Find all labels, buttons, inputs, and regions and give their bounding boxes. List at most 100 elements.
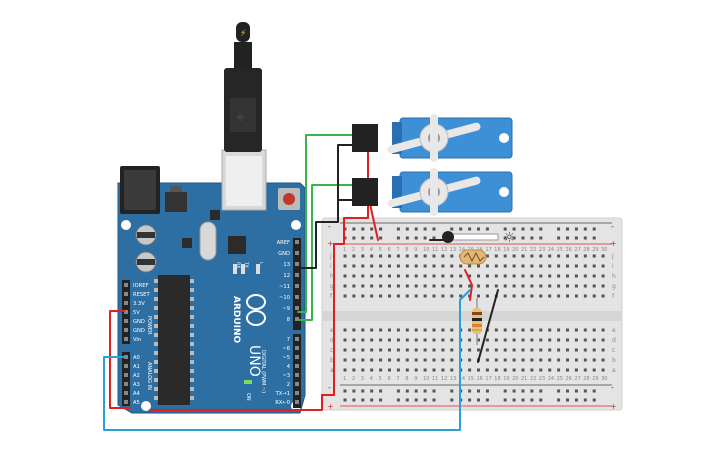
breadboard-hole <box>432 338 436 342</box>
analog-pin[interactable] <box>124 400 128 404</box>
power-pin[interactable] <box>124 301 128 305</box>
analog-pin[interactable] <box>124 355 128 359</box>
rail-hole <box>512 389 516 393</box>
power-pin[interactable] <box>124 310 128 314</box>
rail-hole <box>566 227 569 231</box>
breadboard-hole <box>539 254 543 258</box>
breadboard-hole <box>441 294 445 298</box>
rail-hole <box>396 389 400 393</box>
analog-pin[interactable] <box>124 382 128 386</box>
breadboard-hole <box>485 274 489 278</box>
breadboard-hole <box>557 284 561 288</box>
column-label: 6 <box>388 247 391 253</box>
power-pin[interactable] <box>124 328 128 332</box>
breadboard-hole <box>574 368 578 372</box>
breadboard-hole <box>512 254 516 258</box>
breadboard-hole <box>530 338 534 342</box>
breadboard-hole <box>379 284 383 288</box>
breadboard-hole <box>521 274 525 278</box>
digital-pin[interactable] <box>295 364 299 368</box>
rail-hole <box>521 398 525 402</box>
breadboard-hole <box>450 338 454 342</box>
breadboard-hole <box>459 284 463 288</box>
rail-hole <box>503 236 507 240</box>
analog-pin[interactable] <box>124 373 128 377</box>
analog-pin[interactable] <box>124 364 128 368</box>
analog-pin-label: A1 <box>133 364 140 370</box>
breadboard-hole <box>468 348 472 352</box>
digital-pin[interactable] <box>295 337 299 341</box>
digital-pin[interactable] <box>295 382 299 386</box>
breadboard-hole <box>503 368 507 372</box>
digital-pin[interactable] <box>295 262 299 266</box>
breadboard-hole <box>601 284 605 288</box>
column-label: 21 <box>521 247 527 253</box>
breadboard-hole <box>450 264 454 268</box>
analog-pin[interactable] <box>124 391 128 395</box>
rail-hole <box>423 389 427 393</box>
rail-hole <box>583 389 587 393</box>
sun-icon: ☼ <box>503 230 516 246</box>
digital-pin[interactable] <box>295 295 299 299</box>
rail-hole <box>530 236 534 240</box>
breadboard-hole <box>352 274 356 278</box>
power-pin[interactable] <box>124 283 128 287</box>
column-label: 11 <box>432 247 438 253</box>
rail-hole <box>352 398 356 402</box>
rail-hole <box>477 389 480 393</box>
digital-pin[interactable] <box>295 373 299 377</box>
breadboard-hole <box>512 264 516 268</box>
breadboard-hole <box>583 348 587 352</box>
column-label: 18 <box>494 247 500 253</box>
breadboard-hole <box>352 254 356 258</box>
breadboard-hole <box>468 338 472 342</box>
breadboard-hole <box>414 328 418 332</box>
breadboard-hole <box>352 348 356 352</box>
breadboard-hole <box>352 264 356 268</box>
column-label: 25 <box>557 247 563 253</box>
digital-pin[interactable] <box>295 400 299 404</box>
digital-pin[interactable] <box>295 391 299 395</box>
light-source: ☼ <box>442 230 516 246</box>
breadboard-hole <box>370 328 374 332</box>
breadboard-hole <box>512 274 516 278</box>
digital-pin[interactable] <box>295 240 299 244</box>
rail-hole <box>557 389 561 393</box>
digital-pin[interactable] <box>295 306 299 310</box>
breadboard-hole <box>343 254 347 258</box>
rail-hole <box>485 398 489 402</box>
breadboard-hole <box>361 274 365 278</box>
digital-pin[interactable] <box>295 317 299 321</box>
breadboard-hole <box>414 294 418 298</box>
power-pin-label: 3.3V <box>133 301 145 307</box>
power-pin[interactable] <box>124 292 128 296</box>
breadboard-hole <box>601 274 605 278</box>
power-pin-label: RESET <box>133 292 150 298</box>
digital-pin[interactable] <box>295 284 299 288</box>
analog-pin-label: A5 <box>133 400 140 406</box>
rail-hole <box>583 398 587 402</box>
breadboard-hole <box>477 348 480 352</box>
breadboard-hole <box>441 328 445 332</box>
digital-pin[interactable] <box>295 346 299 350</box>
digital-pin[interactable] <box>295 251 299 255</box>
power-pin[interactable] <box>124 319 128 323</box>
power-pin[interactable] <box>124 337 128 341</box>
breadboard-hole <box>530 264 534 268</box>
breadboard-hole <box>557 274 561 278</box>
rail-plus-label-right: + <box>610 239 617 248</box>
column-label: 24 <box>548 376 554 382</box>
rail-plus-label: + <box>327 239 334 248</box>
column-label: 29 <box>592 376 598 382</box>
digital-pin[interactable] <box>295 273 299 277</box>
breadboard-hole <box>566 348 569 352</box>
rail-hole <box>414 389 418 393</box>
breadboard-hole <box>423 358 427 362</box>
digital-pin[interactable] <box>295 355 299 359</box>
led-label-tx: TX <box>243 261 249 268</box>
breadboard-hole <box>583 274 587 278</box>
breadboard-hole <box>503 348 507 352</box>
rail-hole <box>361 389 365 393</box>
breadboard-hole <box>468 328 472 332</box>
breadboard-hole <box>539 348 543 352</box>
